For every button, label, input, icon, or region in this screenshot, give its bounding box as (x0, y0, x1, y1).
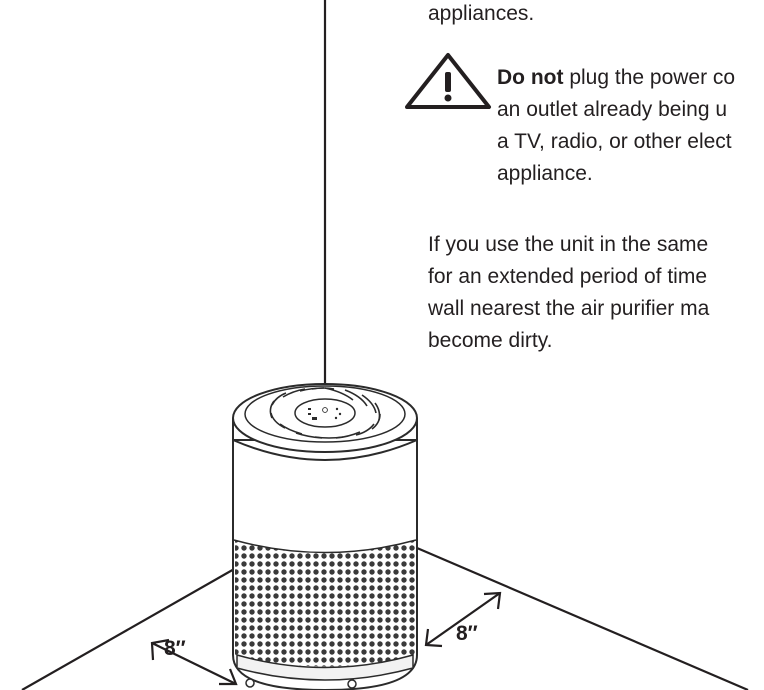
note-line-2: for an extended period of time (428, 265, 708, 288)
warning-triangle-icon (405, 53, 491, 109)
left-arrowhead-start (150, 638, 170, 661)
floor-left-wall-line (21, 559, 251, 690)
note-line-4: become dirty. (428, 329, 553, 352)
fan-blades (269, 387, 381, 439)
intro-tail-text: appliances. (428, 2, 535, 25)
clearance-arrows (150, 591, 502, 686)
note-line-1: If you use the unit in the same (428, 233, 709, 256)
purifier-base (236, 654, 414, 681)
right-clearance-arrow (425, 592, 501, 646)
right-arrowhead-end (483, 591, 502, 610)
power-icon (322, 407, 328, 413)
floor-right-wall-line (409, 543, 749, 690)
left-arrowhead-end (219, 668, 238, 686)
warning-line-4: appliance. (497, 162, 593, 185)
control-indicators (308, 407, 342, 420)
perforated-grille (235, 540, 415, 667)
right-arrowhead-start (424, 628, 443, 648)
caster-foot-right (347, 679, 357, 689)
air-purifier-unit (232, 383, 418, 690)
warning-bold-lead: Do not (497, 66, 564, 89)
top-lid-side (232, 418, 418, 461)
caster-foot-left (245, 678, 255, 688)
left-clearance-label: 8″ (164, 637, 186, 660)
note-line-3: wall nearest the air purifier ma (428, 297, 710, 320)
warning-line-1-rest: plug the power co (563, 66, 736, 89)
control-panel (294, 398, 356, 428)
grille-top-edge (233, 539, 417, 554)
warning-line-2: an outlet already being u (497, 98, 728, 121)
right-clearance-label: 8″ (456, 622, 478, 645)
left-clearance-arrow (151, 642, 237, 685)
warning-line-1: Do not plug the power co (497, 63, 735, 92)
warning-line-3: a TV, radio, or other elect (497, 130, 732, 153)
